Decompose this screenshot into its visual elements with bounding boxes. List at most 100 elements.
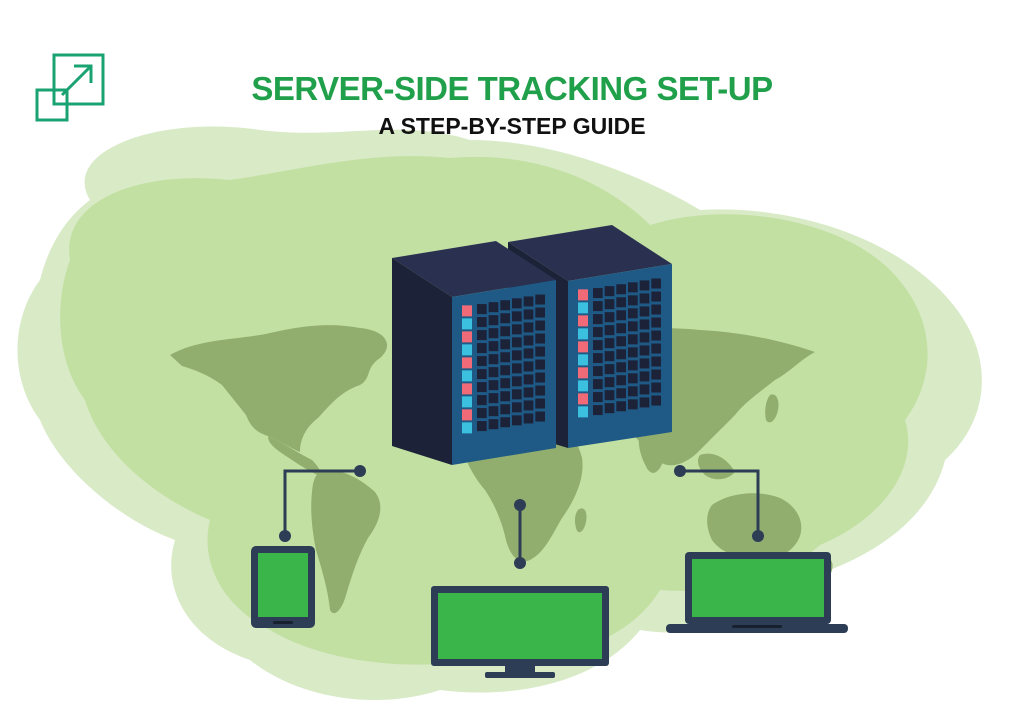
rack-slot [512,298,522,309]
led-blue [578,354,588,366]
rack-slot [477,369,487,380]
rack-side [392,258,452,465]
rack-slot [604,338,615,349]
rack-slot [523,322,534,333]
rack-slot [639,293,650,304]
servers-group [392,225,672,465]
rack-slot [639,319,650,330]
rack-slot [604,299,615,310]
rack-slot [488,419,499,430]
rack-slot [628,373,638,384]
rack-slot [523,374,534,385]
rack-slot [651,317,661,328]
led-red [462,383,472,395]
rack-slot [651,395,661,406]
page-title: SERVER-SIDE TRACKING SET-UP [251,70,773,107]
rack-slot [628,334,638,345]
rack-slot [500,326,510,337]
rack-slot [604,364,615,375]
rack-slot [616,297,626,308]
led-blue [462,344,472,356]
rack-slot [604,390,615,401]
rack-slot [477,382,487,393]
rack-top [392,241,556,297]
led-red [578,341,588,353]
rack-slot [488,315,499,326]
rack-slot [512,415,522,426]
rack-slot [488,328,499,339]
rack-slot [512,389,522,400]
led-blue [578,302,588,314]
rack-slot [593,379,603,390]
rack-slot [477,343,487,354]
laptop-device [666,552,848,633]
rack-slot [512,311,522,322]
region-japan [765,394,779,423]
rack-slot [639,371,650,382]
rack-slot [477,304,487,315]
connection-lines [283,469,760,563]
rack-slot [604,377,615,388]
rack-slot [639,280,650,291]
logo-back-square [52,53,105,106]
rack-slot [639,397,650,408]
expand-arrow-icon [35,53,105,122]
node-dot [674,465,686,477]
rack-slot [593,340,603,351]
rack-slot [512,337,522,348]
logo-arrow-head [74,64,93,83]
rack-slot [535,372,545,383]
rack-slot [488,406,499,417]
rack-slot [593,301,603,312]
rack-slot [523,309,534,320]
server-rack-left [392,241,556,465]
rack-slot [477,408,487,419]
rack-slot [488,380,499,391]
rack-slot [593,353,603,364]
rack-slot [488,341,499,352]
island-madagascar [574,508,587,533]
rack-slot [628,308,638,319]
continent-australia [707,493,802,560]
rack-slot [477,395,487,406]
rack-slot [628,295,638,306]
rack-slot [488,302,499,313]
monitor-screen [438,593,602,659]
rack-slot [500,352,510,363]
rack-slot [523,348,534,359]
logo-front-square [35,88,69,122]
led-red [578,289,588,301]
laptop-trackpad-notch [732,625,782,628]
rack-slot [604,325,615,336]
rack-slot [593,405,603,416]
rack-slot [512,376,522,387]
rack-slot [604,286,615,297]
rack-slot [616,323,626,334]
rack-slot [616,401,626,412]
node-dot [354,465,366,477]
led-red [462,305,472,317]
rack-front-grid [462,294,545,434]
led-blue [462,318,472,330]
logo-arrow-shaft [60,65,92,97]
led-red [578,367,588,379]
rack-slot [616,349,626,360]
rack-slot [593,327,603,338]
rack-slot [523,361,534,372]
rack-slot [500,417,510,428]
rack-slot [500,391,510,402]
rack-slot [535,307,545,318]
led-red [462,331,472,343]
connection-nodes [279,465,764,569]
led-red [462,357,472,369]
node-dot [514,499,526,511]
rack-slot [651,330,661,341]
rack-slot [488,367,499,378]
rack-slot [651,382,661,393]
rack-slot [535,346,545,357]
rack-slot [628,347,638,358]
rack-slot [500,313,510,324]
rack-slot [535,385,545,396]
rack-slot [616,284,626,295]
